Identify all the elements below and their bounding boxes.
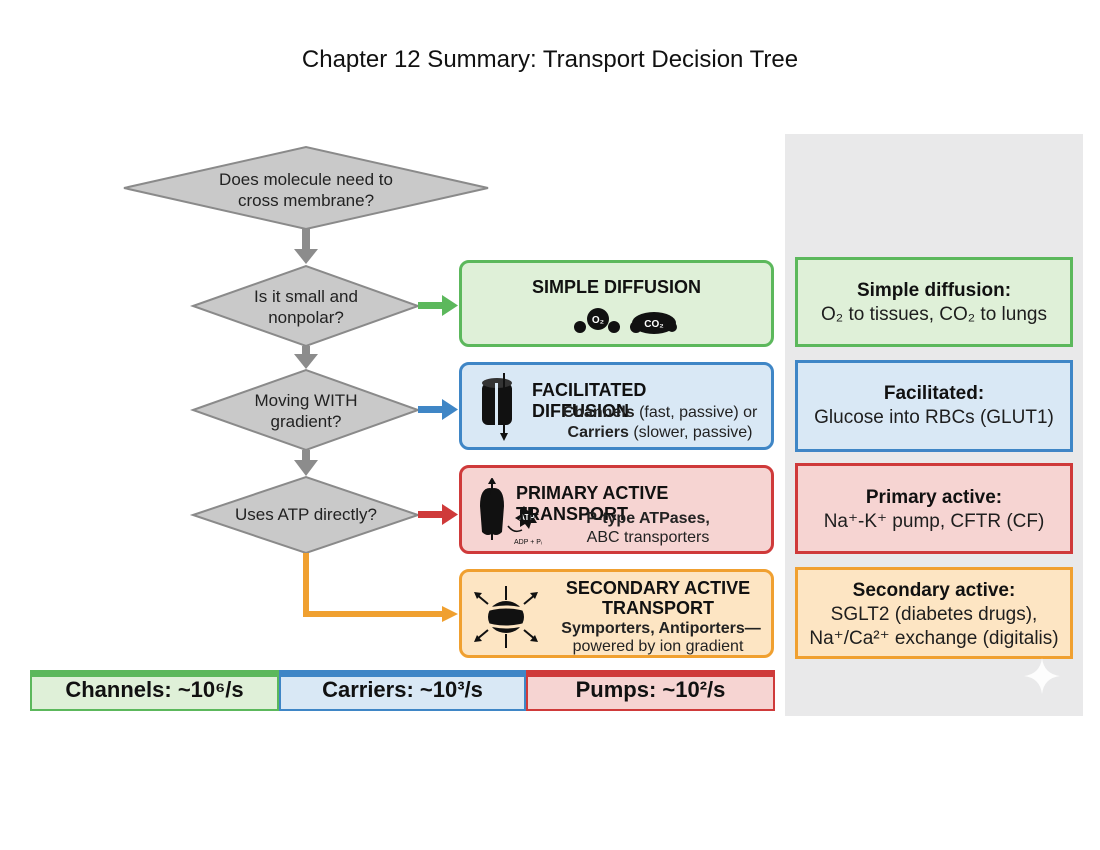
- simple-diffusion-box: SIMPLE DIFFUSION O₂ CO₂: [459, 260, 774, 347]
- example-primary-active: Primary active: Na⁺-K⁺ pump, CFTR (CF): [795, 463, 1073, 554]
- channel-protein-icon: [482, 373, 512, 441]
- co2-label: CO₂: [644, 319, 663, 330]
- arrow-to-simple-diffusion: [418, 295, 458, 316]
- rate-label: Carriers: ~10³/s: [322, 677, 483, 702]
- secondary-active-transport-box: SECONDARY ACTIVE TRANSPORT Symporters, A…: [459, 569, 774, 658]
- primary-line-1: P-type ATPases,: [586, 510, 710, 527]
- decision-line: nonpolar?: [268, 308, 344, 327]
- decision-diamond-cross-membrane: [123, 145, 489, 231]
- adp-label: ADP + Pᵢ: [514, 539, 542, 546]
- arrow-to-facilitated-diffusion: [418, 399, 458, 420]
- decision-line: Does molecule need to: [219, 170, 393, 189]
- arrow-to-secondary-active: [303, 553, 458, 622]
- example-facilitated: Facilitated: Glucose into RBCs (GLUT1): [795, 360, 1073, 452]
- decision-line: Moving WITH: [254, 391, 358, 410]
- example-title: Facilitated:: [883, 383, 985, 404]
- decision-line: cross membrane?: [237, 191, 375, 210]
- carriers-label: Carriers: [567, 424, 629, 441]
- example-title: Secondary active:: [852, 580, 1016, 601]
- cotransporter-icon: [474, 586, 538, 648]
- atp-pump-icon: ATP ADP + Pᵢ: [480, 478, 542, 546]
- example-simple-diffusion: Simple diffusion: O₂ to tissues, CO₂ to …: [795, 257, 1073, 347]
- primary-active-title: PRIMARY ACTIVE TRANSPORT: [516, 483, 669, 524]
- facilitated-diffusion-box: FACILITATED DIFFUSION Channels (fast, pa…: [459, 362, 774, 450]
- arrow-to-primary-active: [418, 504, 458, 525]
- rate-carriers: Carriers: ~10³/s: [279, 670, 526, 711]
- secondary-active-title-line-1: SECONDARY ACTIVE: [565, 578, 751, 598]
- channels-label: Channels: [562, 404, 635, 421]
- sparkle-icon: [1024, 658, 1060, 694]
- simple-diffusion-title: SIMPLE DIFFUSION: [531, 277, 701, 297]
- rate-pumps: Pumps: ~10²/s: [526, 670, 775, 711]
- decision-line: Uses ATP directly?: [234, 505, 378, 524]
- page-title: Chapter 12 Summary: Transport Decision T…: [301, 46, 799, 73]
- primary-active-transport-box: ATP ADP + Pᵢ PRIMARY ACTIVE TRANSPORT P-…: [459, 465, 774, 554]
- primary-line-2: ABC transporters: [586, 529, 710, 546]
- example-text: Glucose into RBCs (GLUT1): [814, 407, 1054, 428]
- rate-label: Channels: ~10⁶/s: [65, 677, 244, 702]
- rate-channels: Channels: ~10⁶/s: [30, 670, 279, 711]
- down-arrows: [294, 229, 318, 476]
- facilitated-diffusion-title: FACILITATED DIFFUSION: [532, 380, 647, 421]
- secondary-line-1: Symporters, Antiporters—: [561, 620, 761, 637]
- example-text-2: Na⁺/Ca²⁺ exchange (digitalis): [809, 628, 1059, 649]
- example-text: SGLT2 (diabetes drugs),: [830, 604, 1038, 625]
- example-secondary-active: Secondary active: SGLT2 (diabetes drugs)…: [795, 567, 1073, 659]
- secondary-active-title-line-2: TRANSPORT: [602, 598, 714, 618]
- carriers-desc: (slower, passive): [628, 424, 753, 441]
- atp-label: ATP: [519, 513, 535, 522]
- decision-text-uses-atp: Uses ATP directly?: [216, 504, 396, 525]
- example-title: Simple diffusion:: [856, 280, 1012, 301]
- example-title: Primary active:: [865, 487, 1003, 508]
- decision-line: gradient?: [270, 412, 342, 431]
- o2-label: O₂: [592, 315, 604, 326]
- decision-text-with-gradient: Moving WITH gradient?: [226, 390, 386, 432]
- example-text: Na⁺-K⁺ pump, CFTR (CF): [823, 511, 1045, 532]
- facilitated-line-1: Channels (fast, passive) or: [550, 403, 770, 423]
- decision-text-small-nonpolar: Is it small and nonpolar?: [226, 286, 386, 328]
- channels-desc: (fast, passive) or: [634, 404, 758, 421]
- decision-text-cross-membrane: Does molecule need to cross membrane?: [186, 169, 426, 211]
- facilitated-line-2: Carriers (slower, passive): [550, 423, 770, 443]
- rate-label: Pumps: ~10²/s: [575, 677, 726, 702]
- secondary-line-2: powered by ion gradient: [572, 638, 744, 655]
- decision-line: Is it small and: [254, 287, 358, 306]
- example-text: O₂ to tissues, CO₂ to lungs: [821, 304, 1047, 325]
- o2-co2-molecules-icon: O₂ CO₂: [574, 308, 677, 334]
